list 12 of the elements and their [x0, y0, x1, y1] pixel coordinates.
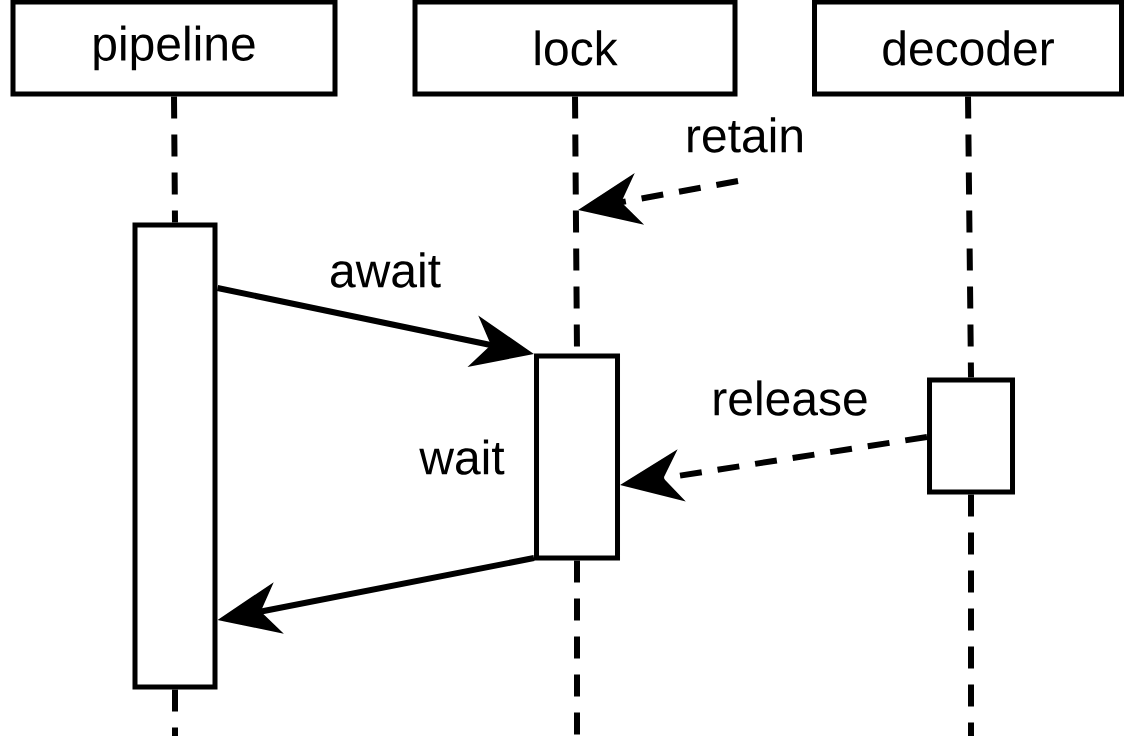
activation-bar	[927, 377, 1015, 495]
lifeline-header-box: lock	[412, 0, 738, 97]
edge-label: await	[327, 250, 444, 290]
side-label: wait	[419, 439, 505, 475]
edge-label: release	[709, 378, 871, 418]
arrow-label: retain	[683, 115, 808, 155]
lifeline	[965, 96, 974, 378]
lifeline	[171, 96, 178, 223]
lifeline-header-box: pipeline	[10, 0, 338, 97]
activation-bar	[534, 353, 620, 561]
activation-bar	[132, 222, 218, 690]
lifeline-header-box: decoder	[812, 0, 1124, 97]
